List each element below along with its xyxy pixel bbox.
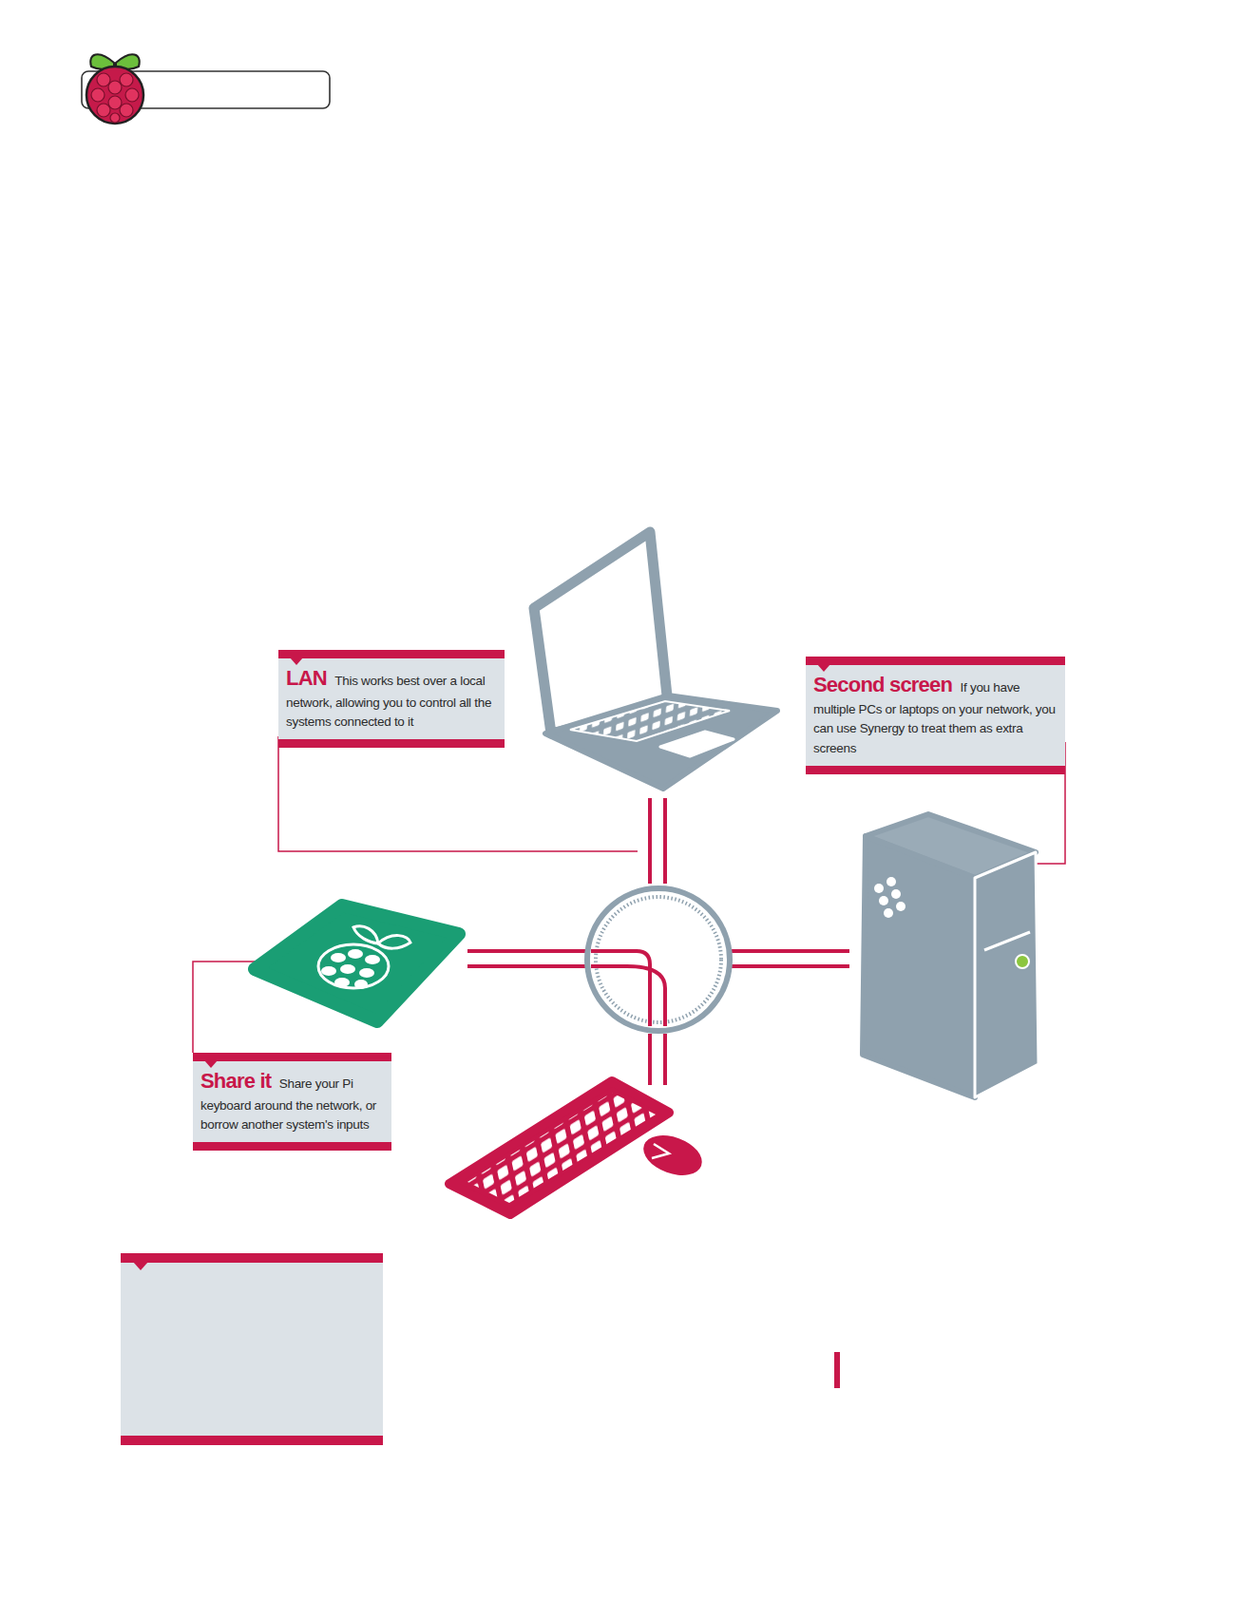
callout-heading: LAN — [285, 666, 327, 690]
mouse — [637, 1127, 707, 1183]
callout-heading: Second screen — [813, 672, 953, 697]
router-hub — [587, 888, 730, 1031]
keyboard — [449, 1081, 669, 1215]
laptop — [533, 532, 778, 789]
callout-heading: Share it — [200, 1068, 271, 1093]
pc-tower — [862, 814, 1039, 1098]
callout-box: Share it Share your Pi keyboard around t… — [192, 1052, 392, 1151]
raspberry-pi-board — [254, 905, 459, 1022]
end-mark — [834, 1352, 840, 1389]
callout-box: LAN This works best over a local network… — [278, 649, 505, 748]
raspberry-logo — [86, 54, 144, 124]
callout-box: Second screen If you have multiple PCs o… — [805, 656, 1066, 775]
network-cables — [467, 798, 850, 1086]
empty-panel — [120, 1253, 383, 1446]
